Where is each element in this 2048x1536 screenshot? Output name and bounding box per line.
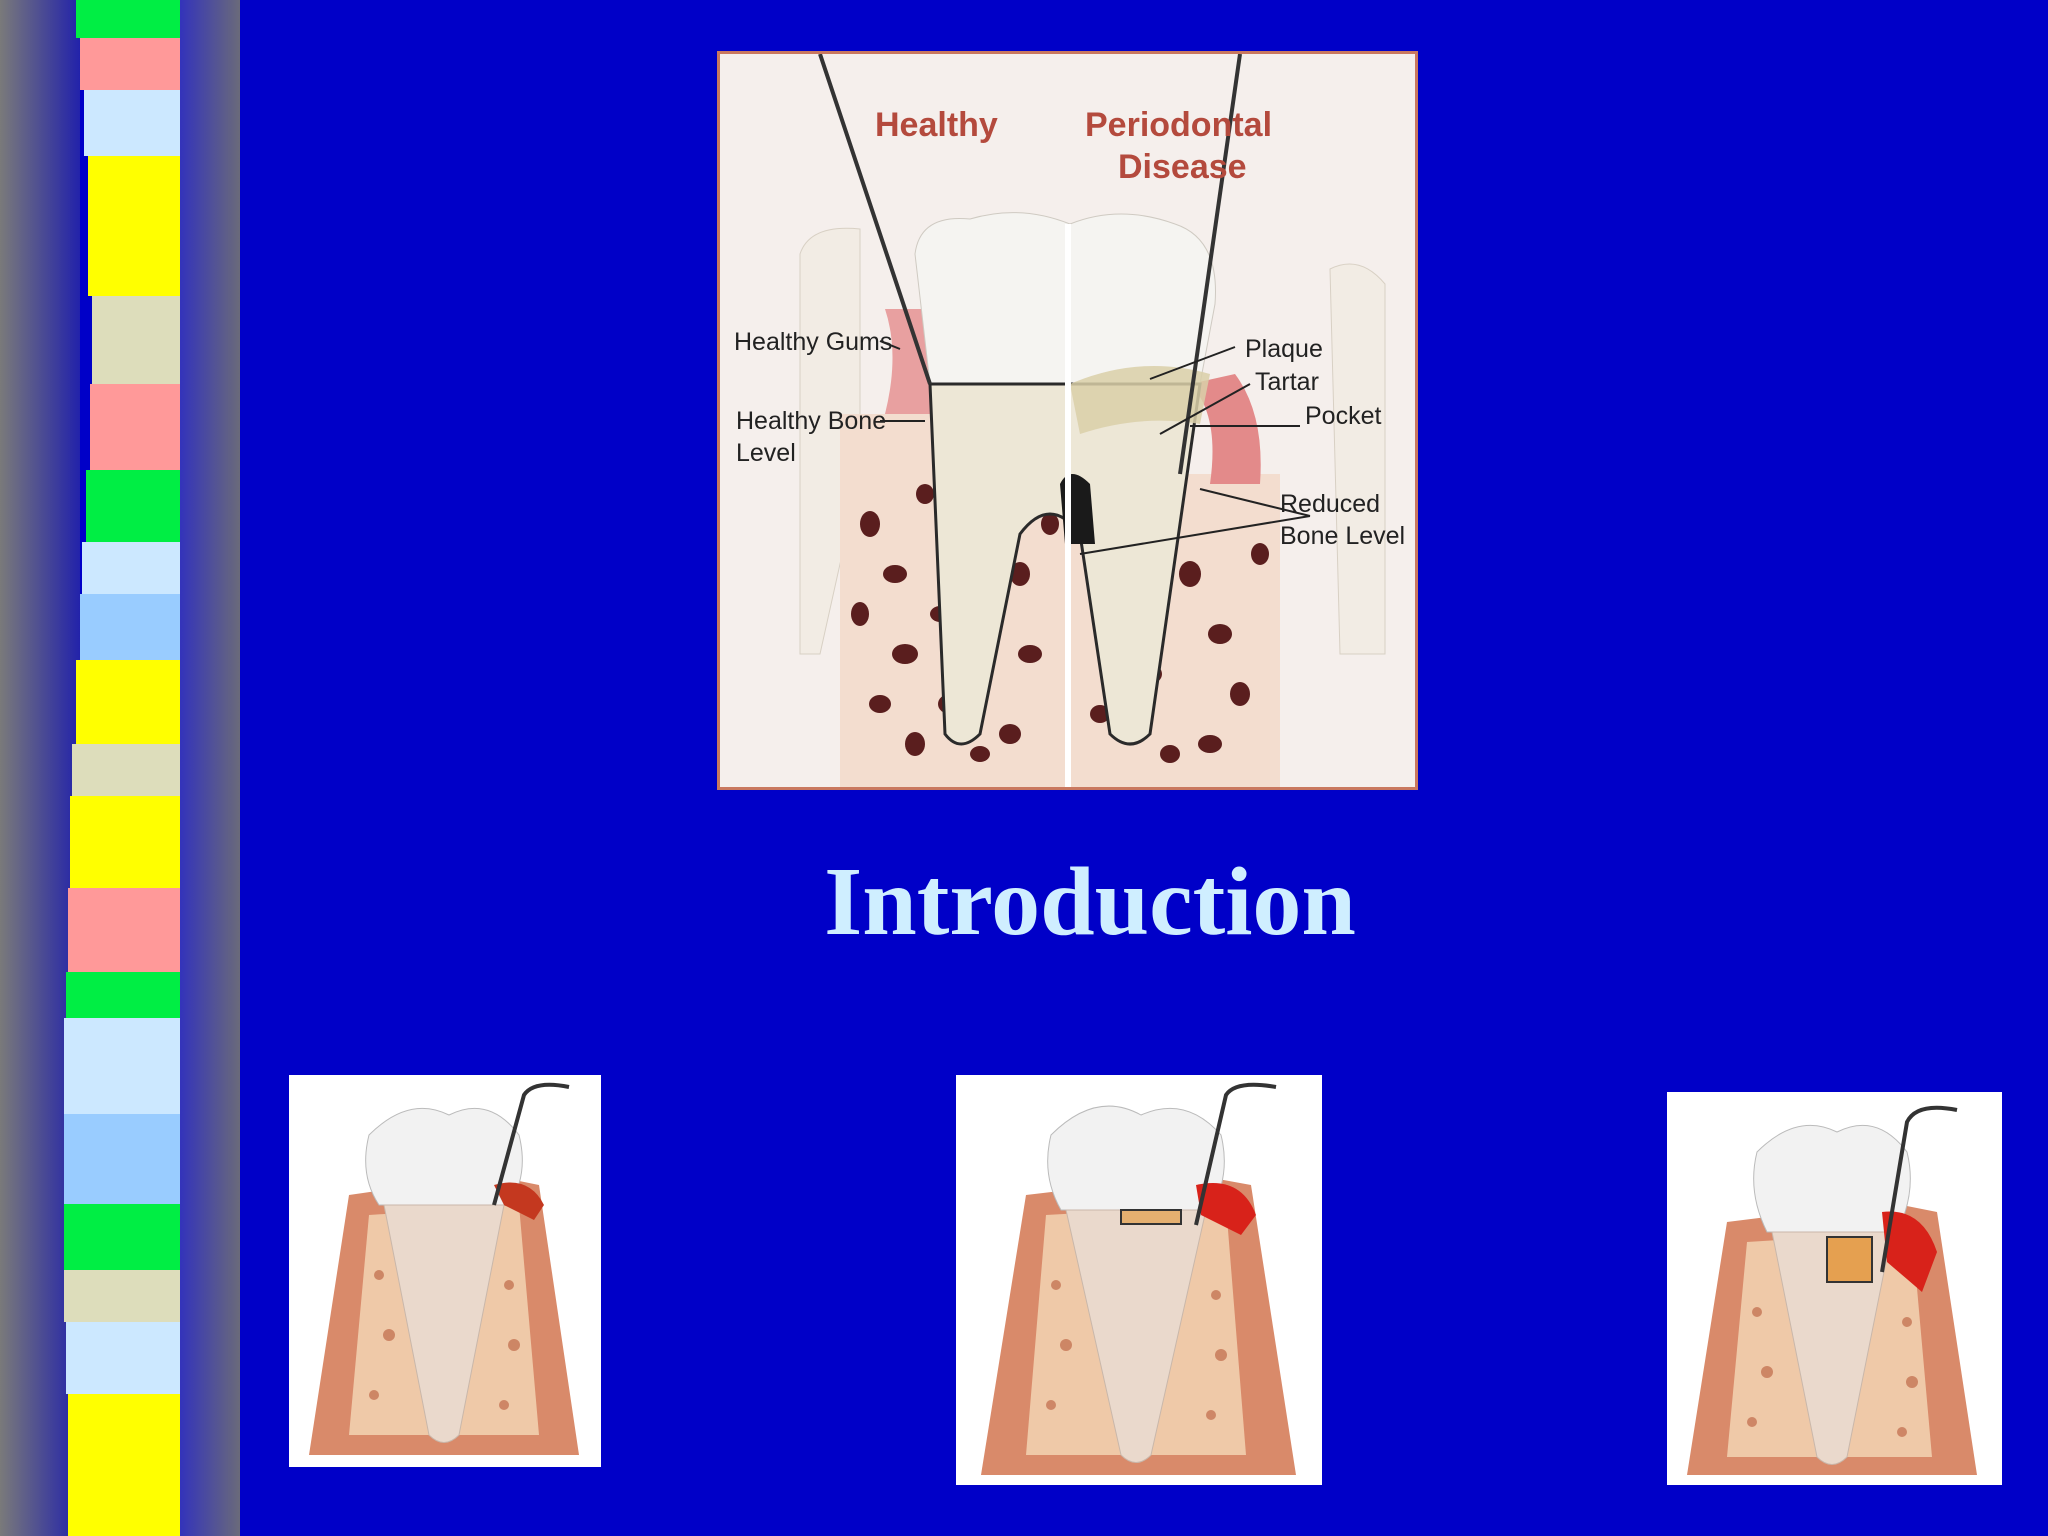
heading-disease: Disease: [1118, 148, 1247, 186]
label-healthy-bone-2: Level: [736, 439, 796, 467]
label-pocket: Pocket: [1305, 402, 1381, 430]
tooth-stage-healthy-image: [289, 1075, 601, 1467]
slide-title: Introduction: [824, 848, 1356, 956]
heading-healthy: Healthy: [875, 106, 998, 144]
label-healthy-bone-1: Healthy Bone: [736, 407, 886, 435]
tooth-stage-periodontitis-image: [1667, 1092, 2002, 1485]
label-tartar: Tartar: [1255, 368, 1319, 396]
label-plaque: Plaque: [1245, 335, 1323, 363]
heading-periodontal: Periodontal: [1085, 106, 1272, 144]
label-healthy-gums: Healthy Gums: [734, 328, 892, 356]
periodontal-comparison-figure: Healthy Periodontal Disease Healthy Gums…: [717, 51, 1418, 790]
decorative-sidebar: [0, 0, 240, 1536]
label-reduced-bone-1: Reduced: [1280, 490, 1380, 518]
tooth-stage-gingivitis-image: [956, 1075, 1322, 1485]
label-reduced-bone-2: Bone Level: [1280, 522, 1405, 550]
